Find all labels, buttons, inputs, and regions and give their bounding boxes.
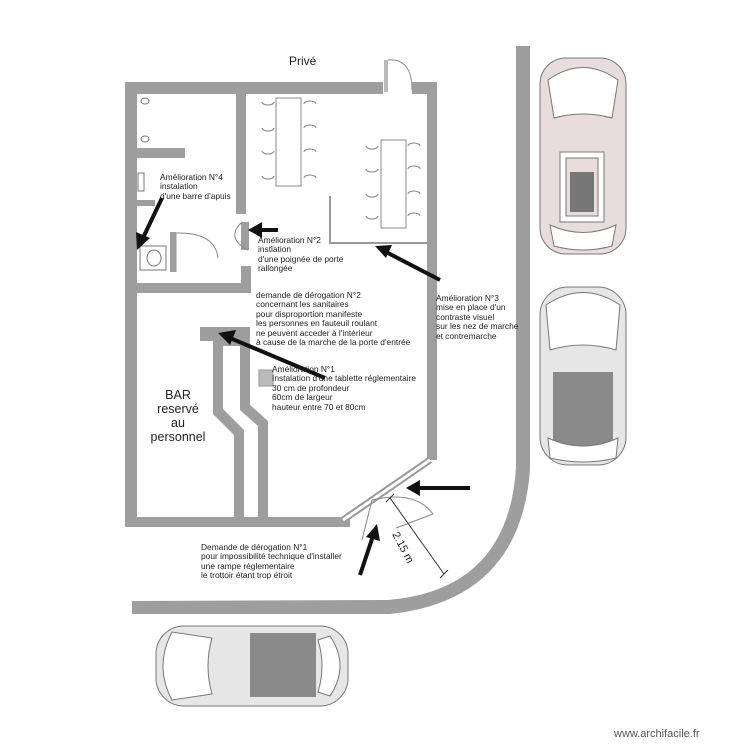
annotation-derogation-1: Demande de dérogation N°1 pour impossibi…: [201, 542, 342, 581]
derogation-1-line-3: une rampe réglementaire: [201, 560, 295, 571]
amelioration-1-line-2: Instalation d'une tablette réglementaire: [272, 373, 417, 384]
derogation-1-line-1: Demande de dérogation N°1: [201, 542, 308, 552]
amelioration-2-line-3: d'une poignée de porte: [258, 253, 344, 264]
amelioration-3-line-3: contraste visuel: [436, 311, 495, 322]
watermark: www.archifacile.fr: [614, 728, 700, 740]
amelioration-1-line-1: Amélioration N°1: [272, 364, 335, 374]
car-grey-bottom: [155, 625, 349, 707]
annotation-amelioration-2: Amélioration N°2 instlation d'une poigné…: [258, 235, 344, 274]
building-walls: [125, 82, 437, 527]
annotation-arrows: [136, 197, 470, 576]
derogation-2-line-3: pour disproportion manifeste: [256, 308, 363, 319]
derogation-2-line-5: ne peuvent acceder à l'intérieur: [256, 327, 373, 338]
derogation-1-line-2: pour impossibilité technique d'installer: [201, 551, 342, 562]
amelioration-2-line-4: rallongée: [258, 263, 293, 274]
derogation-2-line-1: demande de dérogation N°2: [256, 290, 361, 300]
amelioration-3-line-1: Amélioration N°3: [436, 293, 499, 303]
amelioration-1-line-4: 60cm de largeur: [272, 392, 333, 403]
bar-line-3: au: [171, 416, 185, 430]
wall-door-jamb: [241, 222, 249, 250]
wall-right: [427, 82, 437, 460]
wc-door: [175, 221, 249, 272]
car-grey-middle: [539, 286, 627, 466]
car-pink-top: [539, 57, 627, 255]
amelioration-1-line-3: 30 cm de profondeur: [272, 382, 350, 393]
furniture: [258, 97, 421, 387]
arrow-amelioration-1: [406, 480, 470, 496]
wall-wc-stub: [241, 266, 251, 293]
wall-wc-shelf: [137, 148, 185, 158]
arrow-derogation-1: [358, 524, 380, 576]
amelioration-4-line-2: instalation: [160, 181, 198, 192]
wall-top-left: [125, 82, 383, 94]
annotation-amelioration-1: Amélioration N°1 Instalation d'une table…: [272, 364, 417, 412]
wall-jamb-left: [170, 232, 176, 272]
wall-wc-low: [137, 200, 155, 206]
wall-room-divider: [329, 196, 427, 244]
derogation-2-line-2: concernant les sanitaires: [256, 299, 349, 310]
derogation-2-line-4: les personnes en fauteuil roulant: [256, 318, 378, 329]
dimension-line: [385, 493, 449, 579]
entrance-doors: [341, 457, 434, 541]
arrow-amelioration-2: [248, 222, 278, 238]
annotation-amelioration-3: Amélioration N°3 mise en place d'un cont…: [436, 293, 519, 341]
arrow-amelioration-4: [136, 197, 164, 250]
derogation-2-line-6: à cause de la marche de la porte d'entré…: [256, 337, 411, 348]
wall-left: [125, 82, 137, 527]
annotation-amelioration-4: Amélioration N°4 instalation d'une barre…: [160, 172, 231, 201]
sidewalk: [132, 46, 530, 614]
wall-bar-counter: [200, 327, 268, 520]
amelioration-2-line-1: Amélioration N°2: [258, 235, 321, 245]
derogation-1-line-4: le trottoir étant trop étroit: [201, 570, 293, 581]
annotation-derogation-2: demande de dérogation N°2 concernant les…: [256, 290, 411, 348]
bar-line-2: reservé: [157, 402, 199, 416]
amelioration-3-line-5: et contremarche: [436, 330, 497, 341]
amelioration-4-line-1: Amélioration N°4: [160, 172, 223, 182]
wall-wc-bottom: [137, 283, 247, 293]
sanitary-fixtures: [137, 97, 167, 271]
amelioration-3-line-4: sur les nez de marche: [436, 321, 519, 332]
arrow-amelioration-3: [375, 245, 441, 282]
wall-wc-partition: [236, 94, 246, 214]
label-bar: BAR reservé au personnel: [148, 388, 208, 444]
top-door: [384, 59, 413, 92]
label-prive: Privé: [289, 54, 317, 68]
amelioration-2-line-2: instlation: [258, 244, 292, 255]
bar-line-4: personnel: [150, 430, 206, 444]
amelioration-4-line-3: d'une barre d'apuis: [160, 190, 231, 201]
amelioration-3-line-2: mise en place d'un: [436, 302, 506, 313]
arrow-derogation-2: [218, 330, 326, 380]
wall-bottom: [125, 517, 350, 527]
bar-line-1: BAR: [165, 388, 191, 402]
amelioration-1-line-5: hauteur entre 70 et 80cm: [272, 401, 366, 412]
